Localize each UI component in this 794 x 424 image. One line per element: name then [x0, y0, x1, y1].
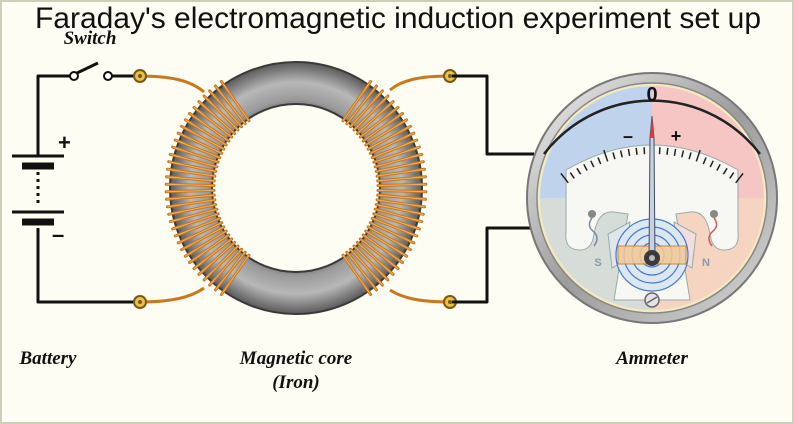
ammeter-plus-label: + [671, 126, 682, 146]
core-label-line2: (Iron) [272, 372, 320, 393]
battery [12, 154, 64, 226]
diagram-title: Faraday's electromagnetic induction expe… [35, 2, 761, 35]
battery-minus-sign: – [52, 222, 64, 247]
switch[interactable] [69, 61, 113, 81]
battery-plus-sign: + [58, 130, 71, 155]
secondary-circuit-wires [452, 74, 534, 304]
pole-south-label: S [594, 257, 601, 269]
ammeter-zero-label: 0 [646, 84, 657, 106]
ammeter-minus-label: – [623, 126, 633, 146]
battery-label: Battery [19, 348, 78, 369]
pole-north-label: N [702, 257, 710, 269]
ammeter-scale-ticks [560, 142, 744, 184]
secondary-coil [341, 80, 428, 296]
switch-label: Switch [64, 28, 117, 49]
ammeter: S N 0 – + [526, 72, 778, 324]
primary-coil [164, 80, 251, 296]
primary-circuit-wires [36, 74, 138, 304]
ammeter-label: Ammeter [615, 348, 688, 369]
core-label-line1: Magnetic core [239, 348, 353, 369]
